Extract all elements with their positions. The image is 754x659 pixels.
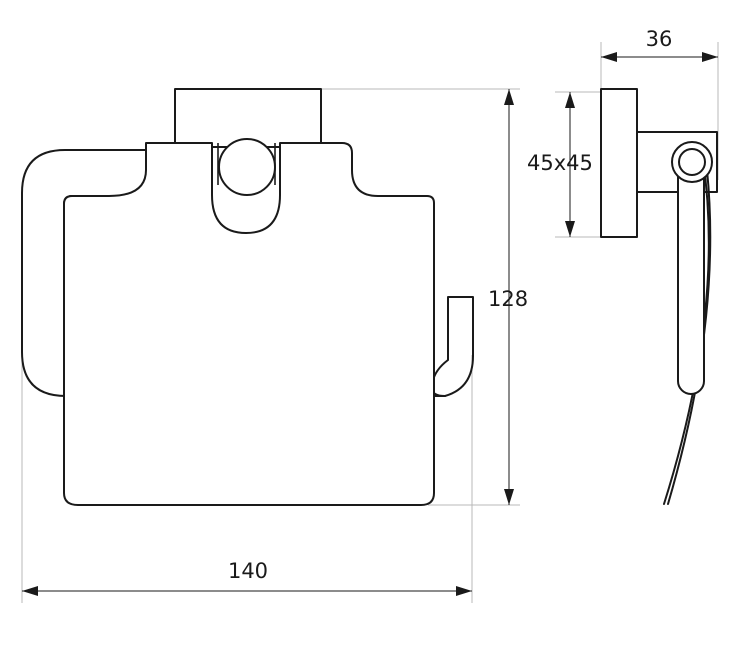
dimension-width-label: 140 <box>228 559 268 583</box>
side-view <box>555 42 719 505</box>
roll-arm-loop <box>21 149 446 397</box>
dimension-width-arrow-right <box>456 586 472 596</box>
roll-arm-tip <box>431 296 474 397</box>
dimension-depth-arrow-left <box>601 52 617 62</box>
side-arm <box>677 157 705 395</box>
dimension-height-arrow-top <box>504 89 514 105</box>
dimension-width-arrow-left <box>22 586 38 596</box>
side-pivot-inner <box>678 148 706 176</box>
dimension-width: 140 <box>22 559 472 596</box>
side-wall-plate <box>600 88 638 238</box>
dimension-height: 128 <box>488 89 528 505</box>
dimension-plate-arrow-bottom <box>565 221 575 237</box>
dimension-height-arrow-bottom <box>504 489 514 505</box>
cover-plate <box>63 142 435 506</box>
front-view <box>21 88 520 603</box>
dimension-plate-label: 45x45 <box>527 151 593 175</box>
dimension-depth-arrow-right <box>702 52 718 62</box>
dimension-depth: 36 <box>601 27 718 62</box>
dimension-plate: 45x45 <box>527 92 593 237</box>
dimension-depth-label: 36 <box>646 27 673 51</box>
hinge-knob <box>218 138 276 196</box>
dimension-height-label: 128 <box>488 287 528 311</box>
dimension-plate-arrow-top <box>565 92 575 108</box>
wall-mount-block <box>174 88 322 148</box>
